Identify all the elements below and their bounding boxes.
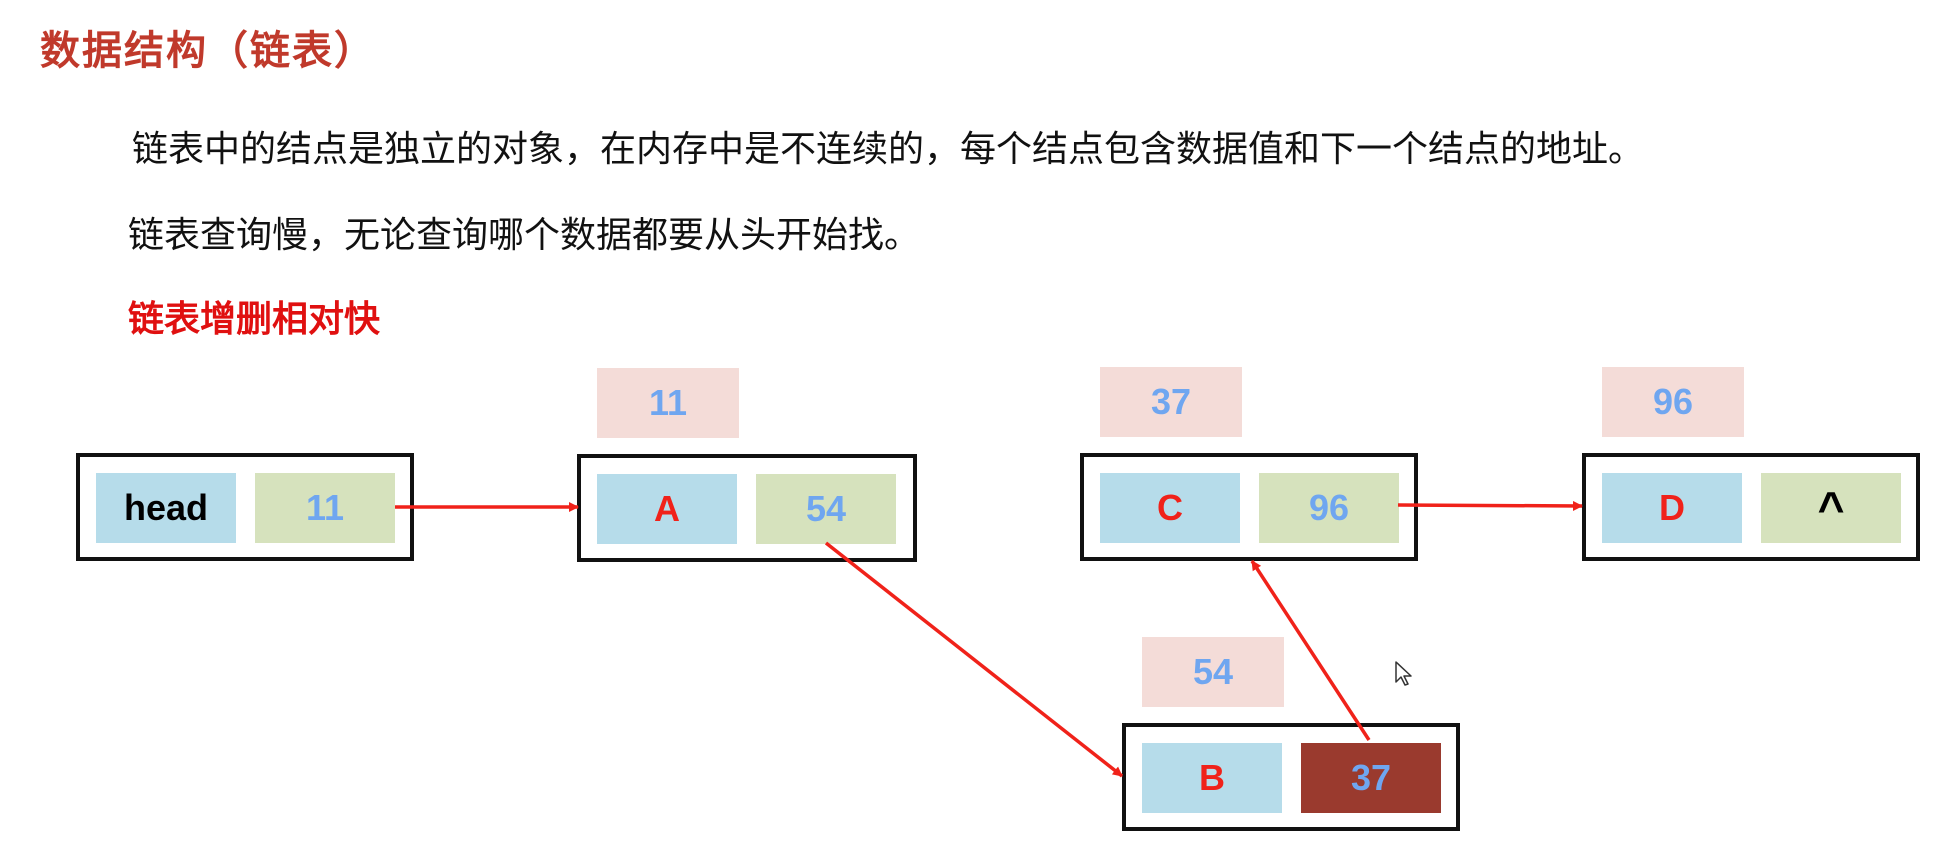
node-c-data-cell: C [1100, 473, 1240, 543]
node-a-data-cell: A [597, 474, 737, 544]
mouse-cursor-icon [1395, 661, 1412, 686]
page-title: 数据结构（链表） [40, 28, 376, 74]
arrow-a-to-b [824, 541, 1124, 778]
node-a: A 54 [577, 454, 917, 562]
address-label-d: 96 [1602, 367, 1744, 437]
highlight-text: 链表增删相对快 [128, 299, 381, 340]
node-a-next-cell: 54 [756, 474, 896, 544]
description-line-2: 链表查询慢，无论查询哪个数据都要从头开始找。 [128, 215, 921, 256]
node-d-next-cell: ^ [1761, 473, 1901, 543]
address-label-c: 37 [1100, 367, 1242, 437]
node-b: B 37 [1122, 723, 1460, 831]
head-data-cell: head [96, 473, 236, 543]
arrow-b-to-c [1250, 560, 1371, 741]
node-c: C 96 [1080, 453, 1418, 561]
node-c-next-cell: 96 [1259, 473, 1399, 543]
node-b-data-cell: B [1142, 743, 1282, 813]
node-d: D ^ [1582, 453, 1920, 561]
address-label-a: 11 [597, 368, 739, 438]
description-line-1: 链表中的结点是独立的对象，在内存中是不连续的，每个结点包含数据值和下一个结点的地… [132, 129, 1645, 170]
head-next-cell: 11 [255, 473, 395, 543]
address-label-b: 54 [1142, 637, 1284, 707]
head-node: head 11 [76, 453, 414, 561]
node-d-data-cell: D [1602, 473, 1742, 543]
arrow-c-to-d [1397, 500, 1583, 511]
node-b-next-cell: 37 [1301, 743, 1441, 813]
